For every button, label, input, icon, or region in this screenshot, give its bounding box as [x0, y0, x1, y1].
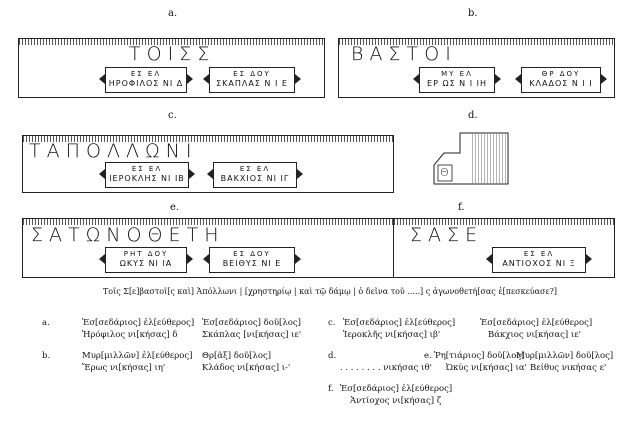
label-f: f.	[458, 202, 465, 213]
tx-a-line1-right: Ἐσ[σεδάριος] δοῦ[λος]	[202, 318, 301, 328]
fragment-d	[433, 132, 509, 185]
block-b-tab-1: ΜΥ ΕΛ ΕΡ ΩΣ Ν Ι ΙΗ	[413, 67, 501, 93]
block-b-tab-2: ΘΡ ΔΟΥ ΚΛΑΔΟΣ Ν Ι Ι	[515, 67, 607, 93]
tx-c-label: c.	[328, 318, 336, 328]
inscription-caption: Τοῖς Σ[ε]βαστοῖ[ς καὶ] Ἀπόλλωνι | [χρηστ…	[102, 287, 558, 296]
tx-e-line1-right: Μυρ[μιλλῶν] δοῦ[λος]	[516, 351, 614, 361]
block-e-letters: Σ Α Τ Ω Ν Ο Θ Ε Τ Η	[31, 224, 219, 246]
tx-a-line2-left: Ἡρόφιλος νι[κήσας] δ	[82, 330, 178, 340]
label-c: c.	[168, 110, 177, 121]
tx-e-line2-right: Βείθυς νικήσας ε'	[530, 363, 607, 373]
block-e-tab-2-top: ΕΣ ΔΟΥ	[233, 250, 271, 258]
block-a-tab-1-top: ΕΣ ΕΛ	[130, 70, 162, 78]
tx-b-line2-left: Ἔρως νι[κήσας] ιη'	[82, 363, 166, 373]
label-e: e.	[170, 202, 180, 213]
tx-b-line2-right: Κλάδος νι[κήσας] ι-'	[202, 363, 291, 373]
block-f-tab-1: ΕΣ ΕΛ ΑΝΤΙΟΧΟΣ ΝΙ Ξ	[486, 247, 592, 273]
tx-e-label: e.	[424, 351, 432, 361]
tx-a-line2-right: Σκάπλας [νι[κήσας] ιε'	[202, 330, 302, 340]
block-a-tab-2: ΕΣ ΔΟΥ ΣΚΑΠΛΑΣ Ν Ι Ε	[203, 67, 301, 93]
block-e-tab-1: ΡΗΤ ΔΟΥ ΩΚΥΣ ΝΙ ΙΑ	[99, 247, 193, 273]
block-a-tab-2-bottom: ΣΚΑΠΛΑΣ Ν Ι Ε	[216, 79, 288, 88]
block-f-letters: Σ Α Σ Ε	[410, 224, 478, 246]
block-e-tab-2-bottom: ΒΕΙΘΥΣ ΝΙ Ε	[222, 259, 282, 268]
tx-f-line2: Ἀντίοχος νι[κήσας] ζ	[350, 396, 442, 406]
tx-b-label: b.	[42, 351, 51, 361]
block-a-tab-1-bottom: ΗΡΟΦΙΛΟΣ ΝΙ Δ	[108, 79, 184, 88]
block-a-tab-1: ΕΣ ΕΛ ΗΡΟΦΙΛΟΣ ΝΙ Δ	[99, 67, 193, 93]
label-b: b.	[468, 8, 478, 19]
label-d: d.	[468, 110, 478, 121]
tx-c-line1-right: Ἐσ[σεδάριος] ἐλ[εύθερος]	[480, 318, 593, 328]
block-c-tab-1-top: ΕΣ ΕΛ	[131, 165, 163, 173]
tx-e-line1-left: Ῥη[τιάριος] δοῦ[λος]	[434, 351, 525, 361]
block-a-tab-2-top: ΕΣ ΔΟΥ	[233, 70, 271, 78]
tx-f-label: f.	[328, 384, 334, 394]
block-a-letters: Τ Ο Ι Σ Σ	[129, 43, 210, 65]
block-b-tab-1-bottom: ΕΡ ΩΣ Ν Ι ΙΗ	[427, 79, 487, 88]
block-b-tab-2-top: ΘΡ ΔΟΥ	[541, 70, 581, 78]
block-c-tab-2-top: ΕΣ ΕΛ	[239, 165, 271, 173]
block-c-tab-1: ΕΣ ΕΛ ΙΕΡΟΚΛΗΣ ΝΙ ΙΒ	[99, 162, 195, 188]
tx-b-line1-right: Θρ[ᾶξ] δοῦ[λος]	[202, 351, 272, 361]
block-b-tab-2-bottom: ΚΛΑΔΟΣ Ν Ι Ι	[529, 79, 593, 88]
inscription-block-e: Σ Α Τ Ω Ν Ο Θ Ε Τ Η ΡΗΤ ΔΟΥ ΩΚΥΣ ΝΙ ΙΑ Ε…	[22, 218, 395, 278]
inscription-block-c: Τ Α Π Ο Λ Λ Ω Ν Ι ΕΣ ΕΛ ΙΕΡΟΚΛΗΣ ΝΙ ΙΒ Ε…	[22, 135, 394, 193]
tx-a-line1-left: Ἐσ[σεδάριος] ἐλ[εύθερος]	[82, 318, 195, 328]
block-c-tab-2-bottom: ΒΑΚΧΙΟΣ ΝΙ ΙΓ	[220, 174, 290, 183]
tx-d-label: d.	[328, 351, 337, 361]
block-b-tab-1-top: ΜΥ ΕΛ	[441, 70, 473, 78]
inscription-block-a: Τ Ο Ι Σ Σ ΕΣ ΕΛ ΗΡΟΦΙΛΟΣ ΝΙ Δ ΕΣ ΔΟΥ ΣΚΑ…	[18, 38, 325, 98]
inscription-block-b: Β Α Σ Τ Ο Ι ΜΥ ΕΛ ΕΡ ΩΣ Ν Ι ΙΗ ΘΡ ΔΟΥ ΚΛ…	[338, 38, 615, 98]
block-e-tab-1-bottom: ΩΚΥΣ ΝΙ ΙΑ	[119, 259, 173, 268]
fragment-d-letter: Θ	[440, 166, 449, 179]
inscription-block-f: Σ Α Σ Ε ΕΣ ΕΛ ΑΝΤΙΟΧΟΣ ΝΙ Ξ	[393, 218, 615, 278]
tx-c-line2-left: Ἱεροκλῆς νι[κήσας] ιβ'	[343, 330, 441, 340]
tx-f-line1: Ἐσ[σεδάριος] ἐλ[εύθερος]	[340, 384, 453, 394]
tx-b-line1-left: Μυρ[μιλλῶν] ἐλ[εύθερος]	[82, 351, 193, 361]
block-c-tab-1-bottom: ΙΕΡΟΚΛΗΣ ΝΙ ΙΒ	[109, 174, 185, 183]
block-f-tab-1-bottom: ΑΝΤΙΟΧΟΣ ΝΙ Ξ	[502, 259, 576, 268]
block-c-tab-2: ΕΣ ΕΛ ΒΑΚΧΙΟΣ ΝΙ ΙΓ	[207, 162, 303, 188]
block-f-tab-1-top: ΕΣ ΕΛ	[523, 250, 555, 258]
tx-d-text: . . . . . . . . νικήσας ιθ'	[340, 363, 432, 373]
tx-c-line2-right: Βάκχιος νι[κήσας] ιε'	[488, 330, 581, 340]
tx-e-line2-left: Ὠκὺς νι[κήσας] ια'	[446, 363, 527, 373]
label-a: a.	[168, 8, 178, 19]
tx-a-label: a.	[42, 318, 50, 328]
block-e-tab-1-top: ΡΗΤ ΔΟΥ	[123, 250, 169, 258]
block-e-tab-2: ΕΣ ΔΟΥ ΒΕΙΘΥΣ ΝΙ Ε	[203, 247, 301, 273]
block-b-letters: Β Α Σ Τ Ο Ι	[351, 43, 451, 65]
tx-c-line1-left: Ἐσ[σεδάριος] ἐλ[εύθερος]	[343, 318, 456, 328]
block-c-letters: Τ Α Π Ο Λ Λ Ω Ν Ι	[29, 140, 192, 162]
